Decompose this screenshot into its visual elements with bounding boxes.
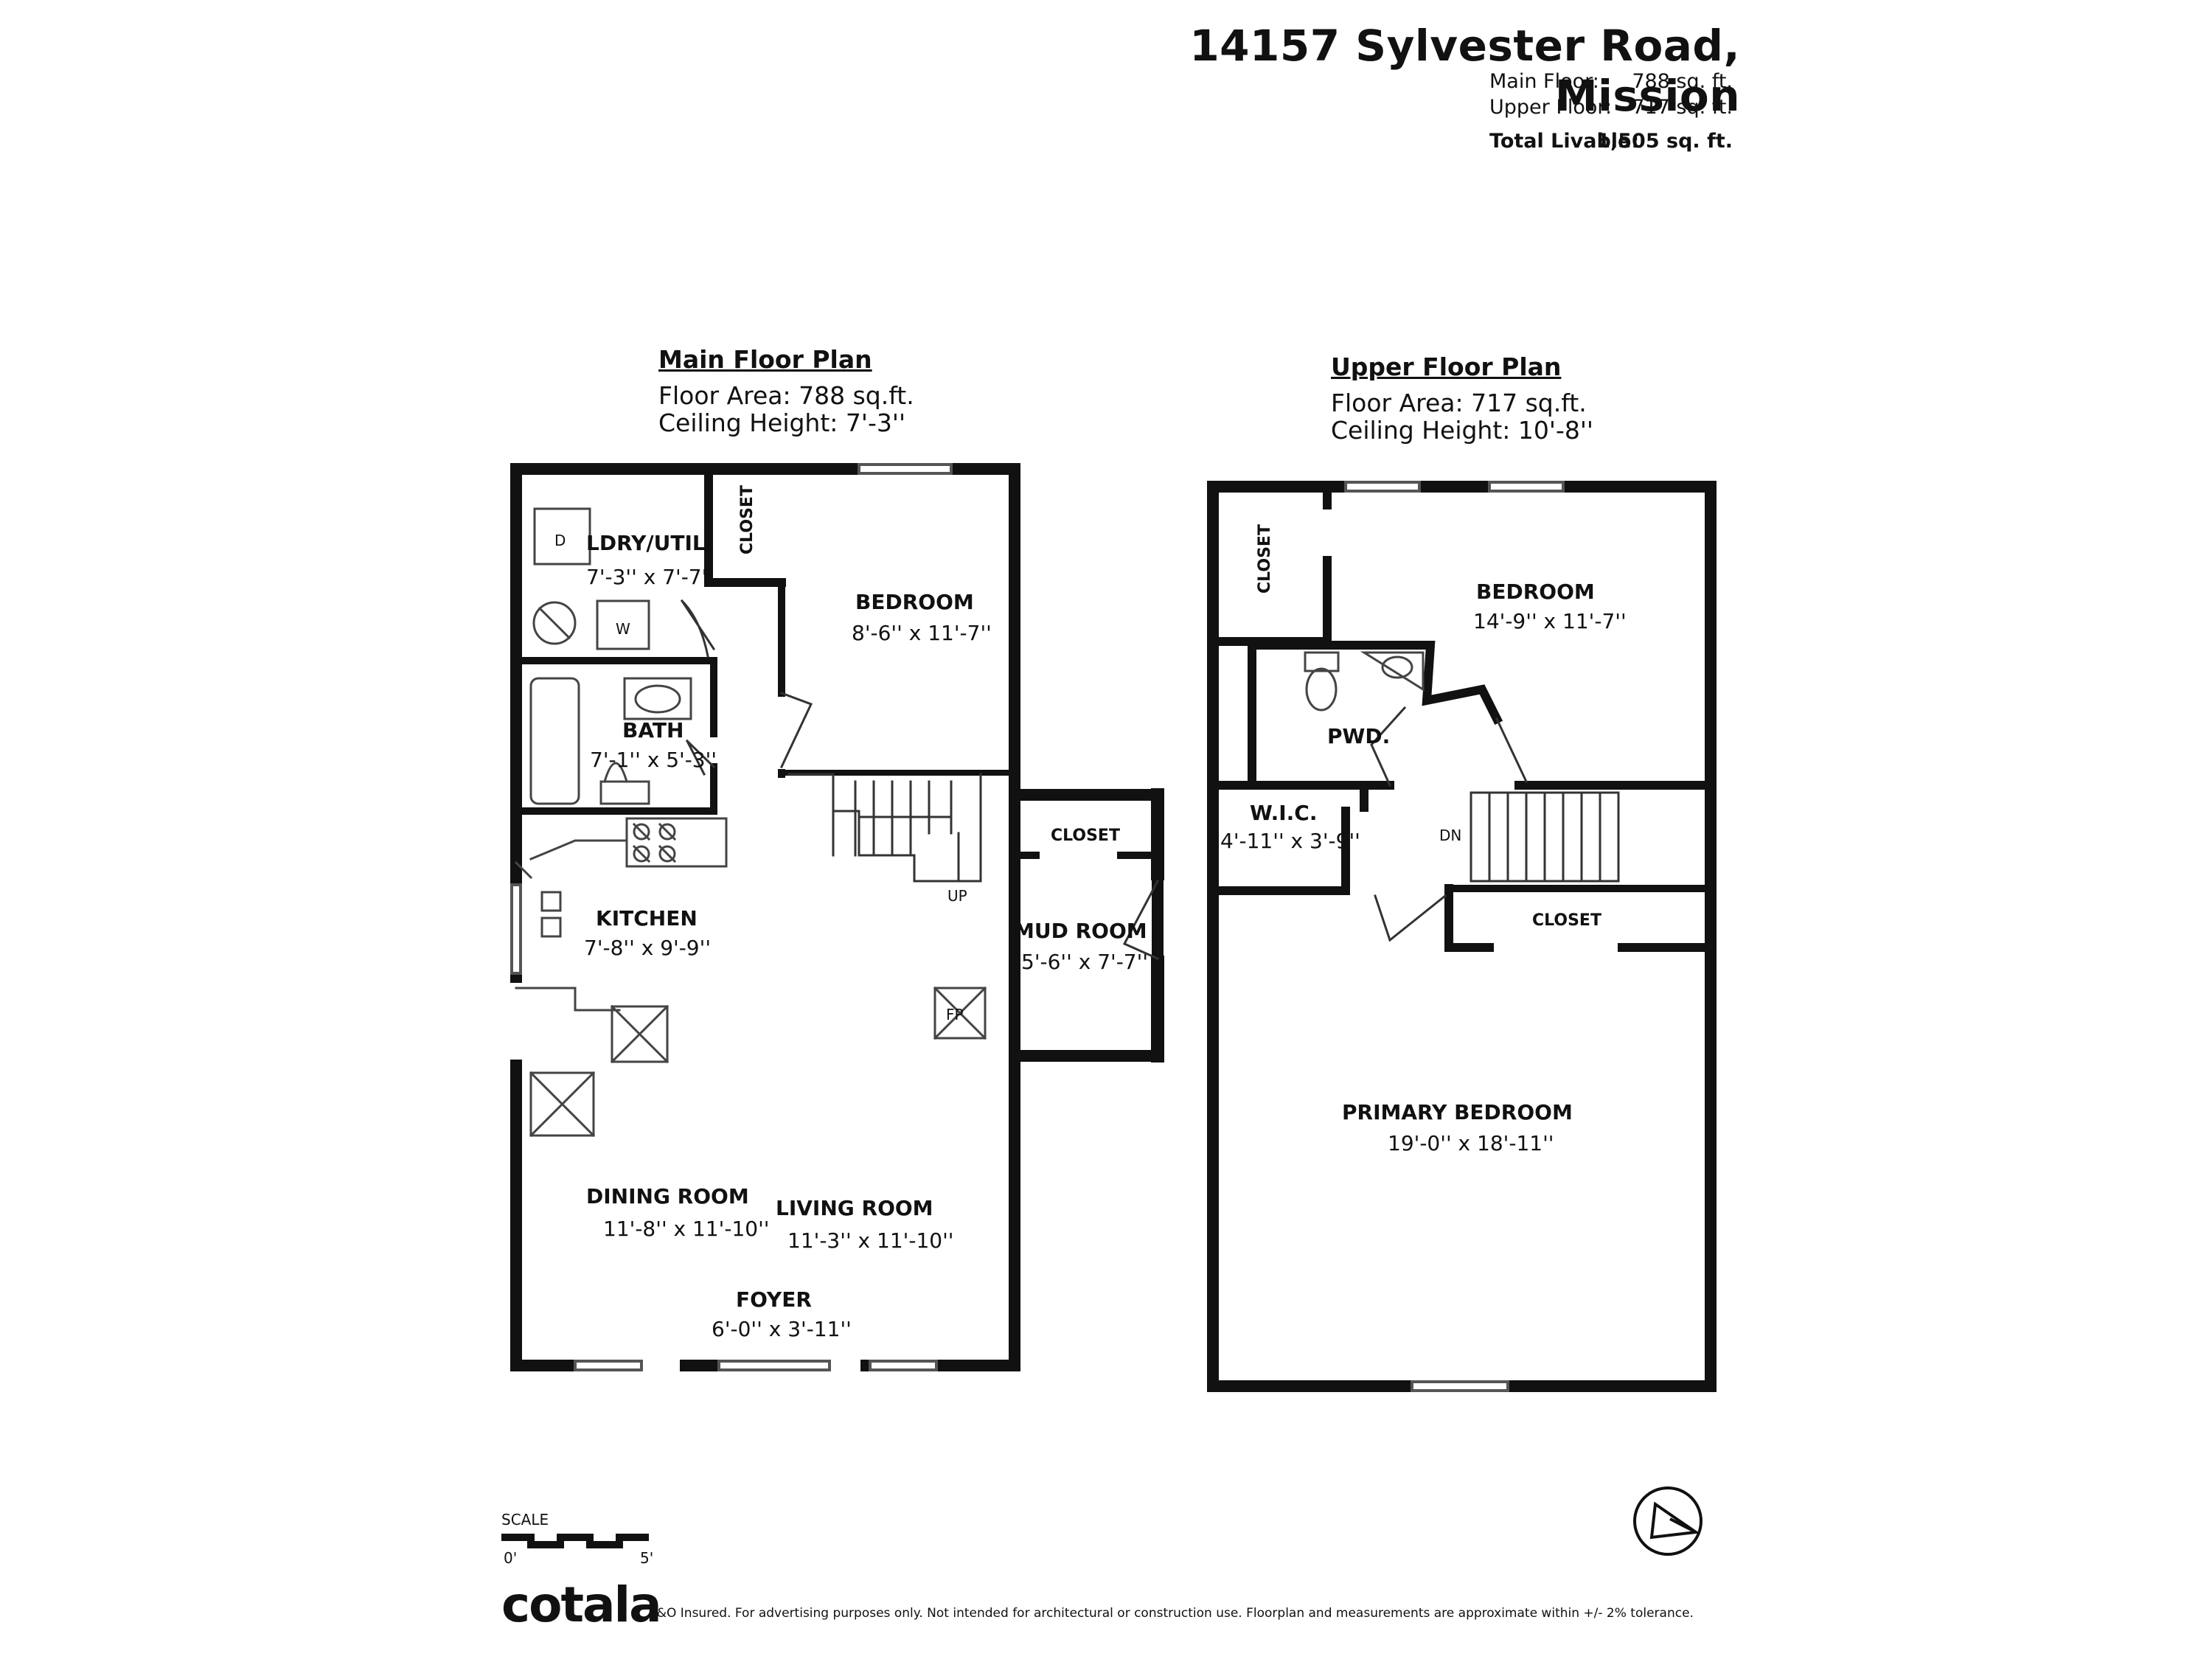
- bath-name: BATH: [622, 718, 684, 742]
- main-floor-area-row: Main Floor: 788 sq. ft.: [1489, 70, 1733, 94]
- main-closet-name: CLOSET: [738, 485, 757, 554]
- kitchen-dim: 7'-8'' x 9'-9'': [584, 936, 711, 960]
- main-bedroom-name: BEDROOM: [855, 590, 974, 614]
- disclaimer: E&O Insured. For advertising purposes on…: [649, 1606, 1694, 1621]
- scale-label: SCALE: [501, 1511, 549, 1528]
- upper-floor-area-label: Upper Floor:: [1489, 96, 1613, 119]
- main-bedroom-dim: 8'-6'' x 11'-7'': [852, 621, 992, 645]
- living-room-dim: 11'-3'' x 11'-10'': [787, 1228, 953, 1253]
- main-floor-area-text: Floor Area: 788 sq.ft.: [658, 381, 914, 410]
- bath-dim: 7'-1'' x 5'-3'': [590, 748, 717, 772]
- wic-name: W.I.C.: [1250, 801, 1317, 825]
- washer-label: W: [616, 620, 630, 638]
- upper-bedroom-name: BEDROOM: [1476, 580, 1595, 604]
- mud-closet-name: CLOSET: [1051, 827, 1120, 845]
- scale-bar: [501, 1534, 649, 1548]
- upper-closet-name: CLOSET: [1256, 524, 1274, 594]
- upper-floor-area-text: Floor Area: 717 sq.ft.: [1331, 389, 1587, 417]
- main-floor-stairs: [787, 773, 982, 883]
- main-floor-area-value: 788 sq. ft.: [1632, 70, 1733, 93]
- dining-room-dim: 11'-8'' x 11'-10'': [603, 1217, 769, 1241]
- main-floor-area-label: Main Floor:: [1489, 70, 1599, 93]
- upper-floor-windows: [1344, 481, 1565, 1392]
- primary-bedroom-dim: 19'-0'' x 18'-11'': [1388, 1131, 1554, 1155]
- upper-floor-doors: [1370, 706, 1528, 942]
- compass-icon: [1633, 1486, 1703, 1556]
- cotala-logo: cotala: [501, 1576, 662, 1633]
- total-livable-label: Total Livable:: [1489, 130, 1640, 153]
- down-label: DN: [1439, 827, 1461, 844]
- upper-floor-walls: [1207, 481, 1717, 1392]
- main-floor-windows: [510, 463, 953, 1371]
- upper-bedroom-dim: 14'-9'' x 11'-7'': [1473, 609, 1627, 633]
- main-floor-fixtures: [514, 507, 987, 1138]
- fireplace-label: FP: [946, 1006, 964, 1023]
- total-livable-row: Total Livable: 1,505 sq. ft.: [1489, 130, 1733, 153]
- living-room-name: LIVING ROOM: [776, 1196, 933, 1220]
- total-livable-value: 1,505 sq. ft.: [1596, 130, 1733, 153]
- primary-bedroom-name: PRIMARY BEDROOM: [1342, 1100, 1573, 1124]
- dining-room-name: DINING ROOM: [586, 1184, 749, 1208]
- pwd-name: PWD.: [1327, 724, 1390, 748]
- mud-room-dim: 5'-6'' x 7'-7'': [1021, 950, 1148, 974]
- up-label: UP: [947, 887, 967, 905]
- upper-floor-stairs: [1470, 791, 1620, 883]
- ldry-name: LDRY/UTIL.: [586, 531, 713, 555]
- main-floor-ceiling-text: Ceiling Height: 7'-3'': [658, 408, 906, 437]
- upper-closet2-name: CLOSET: [1532, 911, 1601, 930]
- foyer-dim: 6'-0'' x 3'-11'': [712, 1317, 852, 1341]
- scale-end: 5': [640, 1549, 653, 1567]
- upper-floor-area-value: 717 sq. ft.: [1632, 96, 1733, 119]
- property-address: 14157 Sylvester Road, Mission: [1189, 21, 1740, 121]
- upper-floor-ceiling-text: Ceiling Height: 10'-8'': [1331, 416, 1594, 445]
- upper-floor-area-row: Upper Floor: 717 sq. ft.: [1489, 96, 1733, 119]
- ldry-dim: 7'-3'' x 7'-7'': [586, 565, 713, 589]
- wic-dim: 4'-11'' x 3'-9'': [1220, 829, 1360, 853]
- main-floor-plan-title: Main Floor Plan: [658, 345, 872, 374]
- kitchen-name: KITCHEN: [596, 906, 698, 931]
- foyer-name: FOYER: [736, 1287, 812, 1312]
- upper-floor-plan-title: Upper Floor Plan: [1331, 352, 1562, 381]
- dryer-label: D: [554, 532, 566, 549]
- upper-floor-fixtures: [1304, 651, 1425, 712]
- stove-burners: [632, 822, 677, 863]
- scale-start: 0': [504, 1549, 517, 1567]
- main-floor-doors: [680, 599, 1160, 960]
- mud-room-name: MUD ROOM: [1014, 919, 1147, 943]
